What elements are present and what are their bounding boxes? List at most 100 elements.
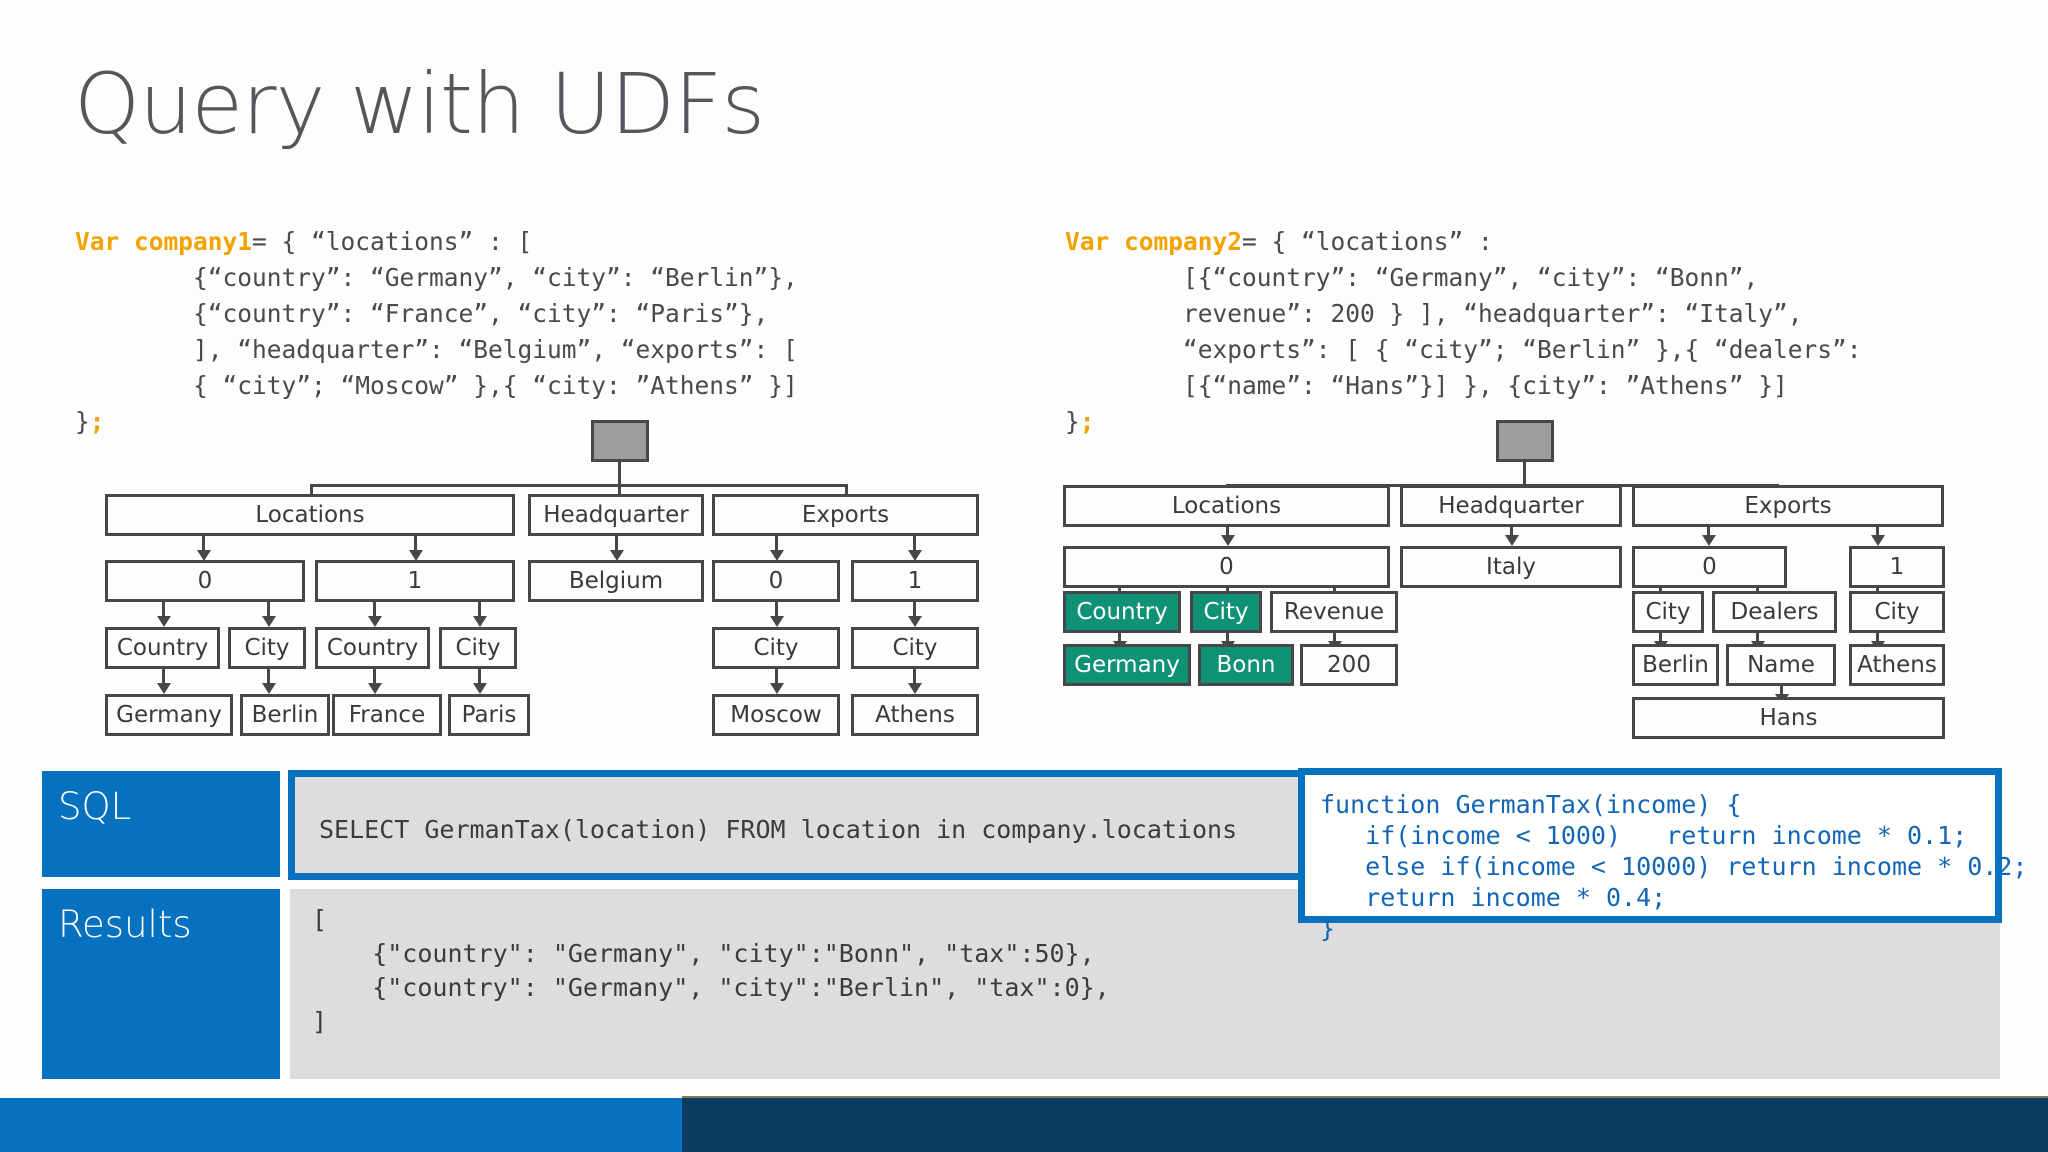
node-country-0-left: Country xyxy=(105,627,220,669)
sql-query-text: SELECT GermanTax(location) FROM location… xyxy=(319,815,1238,844)
code-line-r0: = { “locations” : xyxy=(1242,227,1493,256)
node-locations-0-left: 0 xyxy=(105,560,305,602)
arrow-berlin-left xyxy=(262,683,276,694)
edge-athens-left xyxy=(913,669,916,687)
node-athens-left: Athens xyxy=(851,694,979,736)
edge-city1-left xyxy=(478,602,481,620)
code-closer-left: } xyxy=(75,407,90,436)
results-label-text: Results xyxy=(58,903,192,946)
arrow-hq-italy-right xyxy=(1505,535,1519,546)
node-country-right: Country xyxy=(1063,591,1181,633)
node-exports-0-right: 0 xyxy=(1632,546,1787,588)
node-moscow-left: Moscow xyxy=(712,694,840,736)
footer-hairline xyxy=(682,1096,2048,1098)
edge-exp-0-right xyxy=(1707,527,1710,539)
edge-moscow-left xyxy=(775,669,778,687)
node-dealers-right: Dealers xyxy=(1712,591,1837,633)
node-exports-left: Exports xyxy=(712,494,979,536)
node-locations-1-left: 1 xyxy=(315,560,515,602)
edge-loc-0-right xyxy=(1226,527,1229,539)
edge-berlin-left xyxy=(267,669,270,687)
edge-exp-1-right xyxy=(1876,527,1879,539)
edge-berlin-right xyxy=(1659,633,1662,645)
code-line-r1: [{“country”: “Germany”, “city”: “Bonn”, xyxy=(1065,263,1759,292)
edge-bonn-right xyxy=(1226,633,1229,645)
footer-bar-right xyxy=(682,1098,2048,1152)
node-export-city-0-right: City xyxy=(1632,591,1704,633)
sql-query-box[interactable]: SELECT GermanTax(location) FROM location… xyxy=(288,770,1310,880)
node-athens-right: Athens xyxy=(1849,644,1945,686)
arrow-athens-left xyxy=(908,683,922,694)
node-france-left: France xyxy=(332,694,442,736)
code-block-company2: Var company2= { “locations” : [{“country… xyxy=(1065,224,1862,440)
arrow-city0-left xyxy=(262,616,276,627)
arrow-loc-1-left xyxy=(409,550,423,561)
node-city-0-left: City xyxy=(228,627,306,669)
code-line-l2: {“country”: “France”, “city”: “Paris”}, xyxy=(75,299,769,328)
edge-expcity1-left xyxy=(913,602,916,620)
code-closer-right: } xyxy=(1065,407,1080,436)
code-line-l0: = { “locations” : [ xyxy=(252,227,533,256)
arrow-paris-left xyxy=(473,683,487,694)
node-country-1-left: Country xyxy=(315,627,430,669)
arrow-loc-0-right xyxy=(1221,535,1235,546)
node-paris-left: Paris xyxy=(448,694,530,736)
arrow-moscow-left xyxy=(770,683,784,694)
arrow-germany-left xyxy=(157,683,171,694)
code-line-r3: “exports”: [ { “city”; “Berlin” },{ “dea… xyxy=(1065,335,1862,364)
code-line-r4: [{“name”: “Hans”}] }, {city”: ”Athens” }… xyxy=(1065,371,1788,400)
edge-paris-left xyxy=(478,669,481,687)
node-headquarter-left: Headquarter xyxy=(528,494,704,536)
node-exports-1-left: 1 xyxy=(851,560,979,602)
udf-function-box[interactable]: function GermanTax(income) { if(income <… xyxy=(1298,768,2027,943)
edge-exp-1-left xyxy=(913,536,916,554)
code-closer-semi-right: ; xyxy=(1079,407,1095,436)
results-label-block: Results xyxy=(42,889,280,1079)
edge-hq-belgium-left xyxy=(615,536,618,554)
sql-label-block: SQL xyxy=(42,771,280,877)
node-export-city-1-left: City xyxy=(851,627,979,669)
edge-hq-italy-right xyxy=(1510,527,1513,539)
edge-root-bus-left xyxy=(310,484,848,487)
node-locations-left: Locations xyxy=(105,494,515,536)
node-hans-right: Hans xyxy=(1632,697,1945,739)
edge-athens-right xyxy=(1876,633,1879,645)
edge-200-right xyxy=(1333,633,1336,645)
arrow-country0-left xyxy=(157,616,171,627)
node-exports-1-right: 1 xyxy=(1849,546,1945,588)
tree-root-node-right xyxy=(1496,420,1554,462)
node-headquarter-right: Headquarter xyxy=(1400,485,1622,527)
sql-label-text: SQL xyxy=(58,785,132,828)
node-city-1-left: City xyxy=(439,627,517,669)
edge-drop-locations-left xyxy=(310,484,313,502)
edge-expcity0-left xyxy=(775,602,778,620)
edge-germany-right xyxy=(1118,633,1121,645)
node-name-right: Name xyxy=(1726,644,1836,686)
arrow-loc-0-left xyxy=(197,550,211,561)
node-export-city-1-right: City xyxy=(1849,591,1945,633)
edge-germany-left xyxy=(162,669,165,687)
arrow-exp-1-left xyxy=(908,550,922,561)
arrow-hq-belgium-left xyxy=(610,550,624,561)
arrow-city1-left xyxy=(473,616,487,627)
edge-country1-left xyxy=(373,602,376,620)
arrow-exp-1-right xyxy=(1871,535,1885,546)
node-revenue-right: Revenue xyxy=(1270,591,1398,633)
code-line-l3: ], “headquarter”: “Belgium”, “exports”: … xyxy=(75,335,798,364)
tree-root-node-left xyxy=(591,420,649,462)
node-200-right: 200 xyxy=(1300,644,1398,686)
code-keyword-company1: Var company1 xyxy=(75,227,253,256)
node-locations-right: Locations xyxy=(1063,485,1390,527)
edge-root-stem-right xyxy=(1523,462,1526,486)
edge-loc-0-left xyxy=(202,536,205,554)
node-germany-right: Germany xyxy=(1063,644,1191,686)
edge-drop-exports-left xyxy=(845,484,848,502)
node-exports-0-left: 0 xyxy=(712,560,840,602)
edge-loc-1-left xyxy=(414,536,417,554)
arrow-expcity0-left xyxy=(770,616,784,627)
node-italy-right: Italy xyxy=(1400,546,1622,588)
node-berlin-right: Berlin xyxy=(1632,644,1719,686)
code-keyword-company2: Var company2 xyxy=(1065,227,1243,256)
node-belgium-left: Belgium xyxy=(528,560,704,602)
